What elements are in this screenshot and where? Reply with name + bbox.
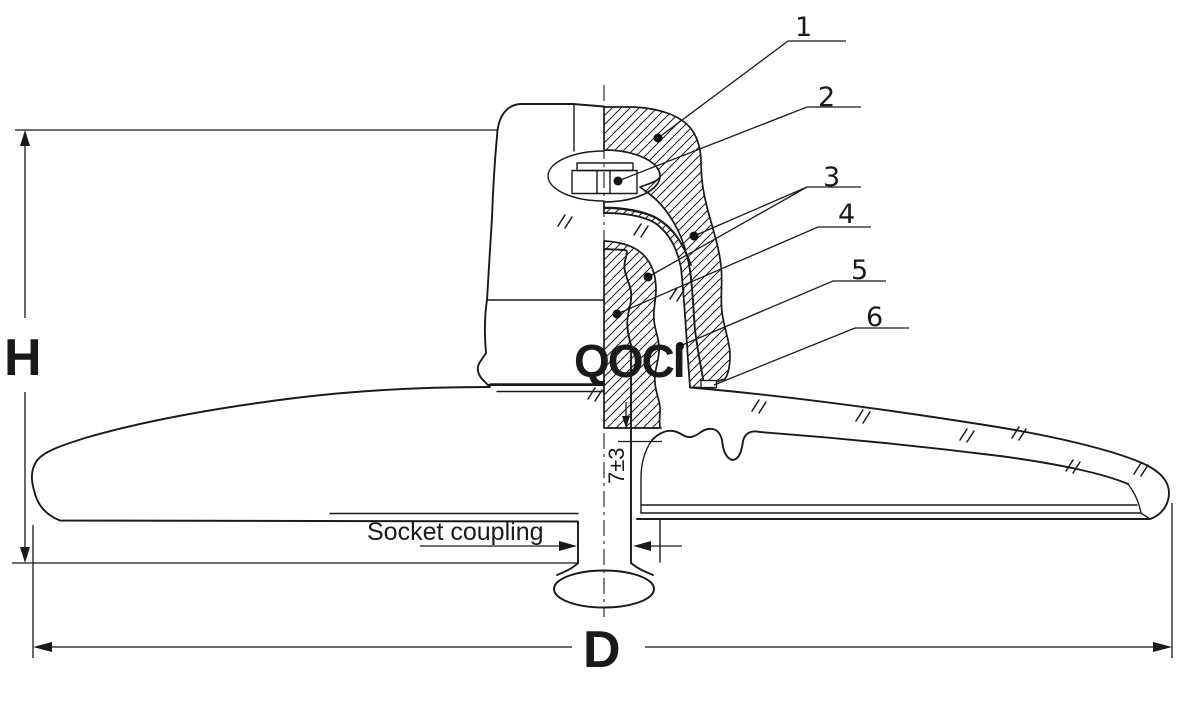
part-number-4: 4 — [838, 199, 855, 230]
locking-key — [571, 162, 638, 195]
part-number-3: 3 — [823, 162, 840, 193]
socket-coupling-label: Socket coupling — [367, 518, 544, 546]
socket-coupling-callout: Socket coupling — [367, 518, 682, 551]
part-number-2: 2 — [818, 82, 835, 113]
part-leader-3: 3 — [643, 162, 861, 282]
socket-cavity — [547, 103, 605, 202]
cap-left-view — [476, 103, 605, 393]
watermark-text: QOCI — [574, 335, 684, 387]
part-leader-6: 6 — [713, 302, 909, 386]
dimension-h: H — [4, 129, 578, 564]
part-leader-5: 5 — [676, 255, 886, 350]
ball-end — [553, 569, 655, 609]
part-number-1: 1 — [795, 12, 812, 43]
part-leaders: 1 2 3 4 5 6 — [612, 12, 909, 386]
pin-shank — [556, 427, 654, 576]
part-number-6: 6 — [866, 302, 883, 333]
glass-shell-left — [31, 386, 579, 523]
pin-gap-dimension-label: 7±3 — [604, 447, 629, 484]
pin-gap-dimension: 7±3 — [604, 402, 662, 484]
watermark: QOCI — [574, 335, 686, 387]
steel-pin-section — [603, 248, 633, 429]
height-dimension-label: H — [4, 329, 42, 387]
part-leader-1: 1 — [653, 12, 846, 143]
part-leader-4: 4 — [612, 199, 871, 319]
cement-foot-face — [700, 379, 718, 389]
diameter-dimension-label: D — [583, 621, 621, 679]
dimension-d: D — [32, 503, 1173, 679]
glass-material-symbols — [557, 214, 1149, 477]
part-number-5: 5 — [851, 255, 868, 286]
part-leader-2: 2 — [613, 82, 861, 186]
glass-shell-right — [603, 212, 1170, 563]
